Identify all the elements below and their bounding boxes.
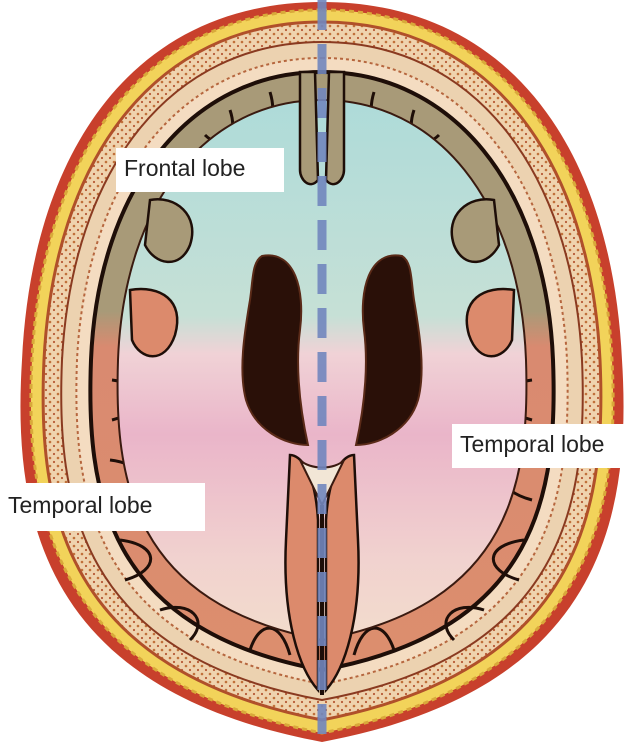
temporal-lobe-label-left: Temporal lobe (0, 483, 205, 531)
temporal-lobe-label-right: Temporal lobe (452, 424, 644, 468)
frontal-lobe-label: Frontal lobe (116, 148, 284, 192)
